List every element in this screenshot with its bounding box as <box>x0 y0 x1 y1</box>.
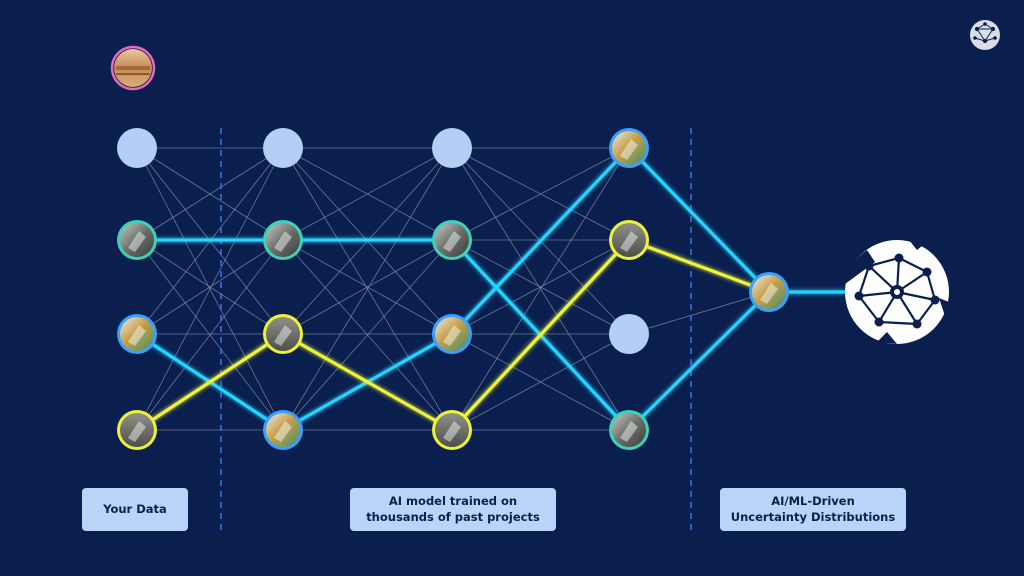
your-data-label: Your Data <box>82 488 188 531</box>
ai-model-label: AI model trained on thousands of past pr… <box>350 488 556 531</box>
ai-model-text-line2: thousands of past projects <box>366 509 540 524</box>
data-thumbnail-icon <box>110 45 156 91</box>
node-c3-r3 <box>432 314 472 354</box>
node-image <box>435 317 469 351</box>
network-nodes <box>117 128 789 450</box>
node-image <box>612 131 646 165</box>
node-c3-r4 <box>432 410 472 450</box>
cyan-path-2 <box>136 146 771 432</box>
node-c4-r1 <box>609 128 649 168</box>
edge-line <box>282 147 453 431</box>
node-image-detail <box>274 325 292 346</box>
node-image <box>266 223 300 257</box>
node-image-detail <box>443 325 461 346</box>
edge-line <box>282 239 453 335</box>
edge-line <box>136 147 284 431</box>
edge-line <box>451 147 630 431</box>
node-circle <box>117 128 157 168</box>
node-c1-r4 <box>117 410 157 450</box>
node-image-detail <box>128 325 146 346</box>
edge-line <box>628 291 770 335</box>
node-circle <box>609 314 649 354</box>
network-edges <box>136 147 770 431</box>
node-image-detail <box>620 139 638 160</box>
node-c2-r2 <box>263 220 303 260</box>
edge-line <box>136 239 284 431</box>
node-c2-r4 <box>263 410 303 450</box>
edge-line <box>282 239 453 431</box>
node-image <box>120 413 154 447</box>
node-image-detail <box>443 231 461 252</box>
uncertainty-label: AI/ML-Driven Uncertainty Distributions <box>720 488 906 531</box>
node-c3-r2 <box>432 220 472 260</box>
ai-model-text-line1: AI model trained on <box>388 493 518 508</box>
node-image-detail <box>128 421 146 442</box>
output-node <box>749 272 789 312</box>
edge-line <box>136 239 284 335</box>
node-image <box>435 223 469 257</box>
your-data-text: Your Data <box>103 501 167 516</box>
highlight-paths <box>136 146 845 432</box>
node-image-detail <box>443 421 461 442</box>
edge-line <box>451 239 630 335</box>
edge-line <box>451 147 630 241</box>
node-c1-r1 <box>117 128 157 168</box>
node-image <box>612 223 646 257</box>
uncertainty-text-line2: Uncertainty Distributions <box>730 509 896 524</box>
node-c1-r2 <box>117 220 157 260</box>
node-c2-r3 <box>263 314 303 354</box>
node-image <box>435 413 469 447</box>
uncertainty-text-line1: AI/ML-Driven <box>771 493 855 508</box>
node-c4-r2 <box>609 220 649 260</box>
node-circle <box>263 128 303 168</box>
node-image <box>266 413 300 447</box>
node-c4-r4 <box>609 410 649 450</box>
node-c2-r1 <box>263 128 303 168</box>
node-image-detail <box>274 231 292 252</box>
network-globe-icon <box>845 240 949 344</box>
node-c1-r3 <box>117 314 157 354</box>
logo-icon <box>970 20 1000 50</box>
node-c3-r1 <box>432 128 472 168</box>
node-circle <box>432 128 472 168</box>
node-c4-r3 <box>609 314 649 354</box>
edge-line <box>136 147 284 241</box>
node-image-detail <box>620 421 638 442</box>
edge-line <box>451 333 630 431</box>
node-image <box>752 275 786 309</box>
node-image <box>612 413 646 447</box>
cyan-path-1 <box>137 238 845 432</box>
node-image <box>266 317 300 351</box>
node-image-detail <box>620 231 638 252</box>
edge-line <box>282 147 453 241</box>
node-image <box>120 317 154 351</box>
node-image-detail <box>128 231 146 252</box>
node-image <box>120 223 154 257</box>
node-image-detail <box>274 421 292 442</box>
node-image-detail <box>760 283 778 304</box>
